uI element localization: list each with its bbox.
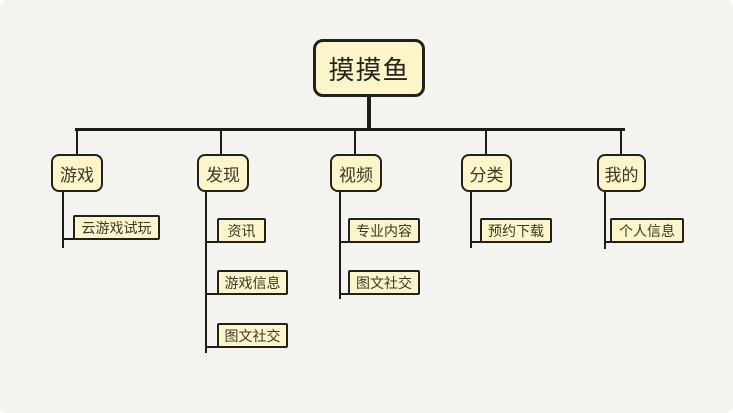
connector-level1-bus: [75, 128, 625, 131]
node-root[interactable]: 摸摸鱼: [313, 39, 425, 97]
connector-stub-game-info: [205, 293, 218, 295]
node-branch-category[interactable]: 分类: [461, 154, 512, 192]
connector-drop-discover: [220, 130, 222, 155]
connector-trunk-game: [62, 191, 64, 248]
connector-stub-pro-content: [339, 241, 349, 243]
connector-trunk-video: [339, 191, 341, 299]
connector-root-trunk: [367, 95, 371, 131]
node-leaf-game-info[interactable]: 游戏信息: [217, 270, 288, 295]
connector-stub-reserve-download: [470, 241, 481, 243]
connector-trunk-mine: [604, 191, 606, 249]
connector-trunk-discover: [205, 191, 207, 353]
node-branch-mine[interactable]: 我的: [597, 154, 646, 192]
node-branch-game[interactable]: 游戏: [51, 154, 103, 192]
node-branch-discover[interactable]: 发现: [197, 154, 249, 192]
node-leaf-personal-info[interactable]: 个人信息: [610, 218, 684, 243]
connector-stub-personal-info: [604, 241, 611, 243]
connector-stub-news: [205, 241, 218, 243]
connector-stub-cloud-game: [62, 238, 74, 240]
node-leaf-cloud-game-trial[interactable]: 云游戏试玩: [73, 215, 160, 240]
connector-drop-video: [354, 130, 356, 155]
connector-drop-mine: [620, 130, 622, 155]
connector-trunk-category: [470, 191, 472, 248]
connector-stub-media-social-video: [339, 293, 349, 295]
node-branch-video[interactable]: 视频: [330, 154, 382, 192]
connector-drop-game: [76, 130, 78, 155]
node-leaf-reserve-download[interactable]: 预约下载: [480, 218, 552, 243]
node-leaf-media-social-discover[interactable]: 图文社交: [217, 323, 288, 348]
connector-stub-media-social-discover: [205, 346, 218, 348]
node-leaf-media-social-video[interactable]: 图文社交: [348, 270, 420, 295]
connector-drop-category: [485, 130, 487, 155]
node-leaf-pro-content[interactable]: 专业内容: [348, 218, 420, 243]
node-leaf-news[interactable]: 资讯: [217, 218, 266, 243]
